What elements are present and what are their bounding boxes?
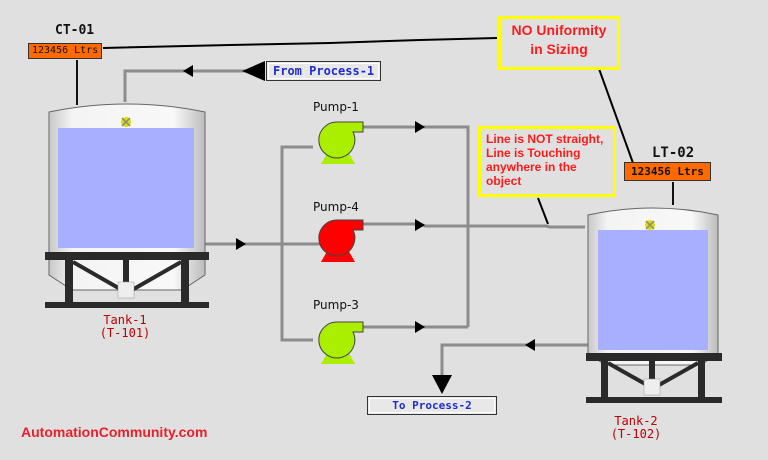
pump-4[interactable] — [313, 218, 365, 264]
callout-line-note2 — [537, 197, 549, 225]
tank-2-name: Tank-2 — [614, 414, 658, 428]
arrow-left-icon — [183, 65, 193, 77]
note-routing-line: Line is NOT straight, — [486, 132, 604, 146]
pipe-pump1-discharge — [363, 125, 470, 327]
tank-2-liquid — [598, 230, 708, 350]
pipe-pump4-discharge — [363, 222, 585, 229]
note-routing-line: Line is Touching — [486, 146, 581, 160]
pump-icon — [318, 121, 364, 164]
tank-1-frame-base — [45, 302, 209, 308]
pump-3[interactable] — [313, 320, 365, 366]
arrow-right-icon — [415, 321, 425, 333]
arrow-right-icon — [236, 238, 246, 250]
tank-1-liquid — [58, 128, 194, 248]
pump-1[interactable] — [313, 120, 365, 166]
ct01-value-display[interactable]: 123456 Ltrs — [28, 43, 103, 59]
pipe-from-process1 — [123, 69, 265, 102]
note-routing-line: anywhere in the — [486, 160, 577, 174]
tank-1-label: Tank-1 (T-101) — [90, 314, 160, 340]
pipe-to-process2 — [440, 343, 597, 380]
pump-icon — [318, 321, 364, 364]
callout-line-ct01 — [102, 37, 498, 49]
tank-1-name: Tank-1 — [103, 313, 147, 327]
pump-icon — [318, 219, 364, 262]
arrow-down-large-icon — [432, 375, 452, 394]
pump-1-label: Pump-1 — [313, 100, 359, 114]
ct01-tag: CT-01 — [55, 23, 95, 38]
arrow-left-large-icon — [242, 61, 265, 81]
vent-icon — [645, 220, 655, 230]
lt02-tag: LT-02 — [652, 145, 695, 161]
tank-2[interactable] — [583, 203, 723, 403]
vent-icon — [121, 117, 131, 127]
tank-2-label: Tank-2 (T-102) — [600, 415, 672, 441]
note-routing-line: object — [486, 174, 522, 188]
note-sizing: NO Uniformity in Sizing — [498, 16, 620, 70]
tank-2-tag: (T-102) — [610, 427, 662, 441]
tank-1-frame-top — [45, 252, 209, 260]
arrow-right-icon — [415, 219, 425, 231]
lt02-value-display[interactable]: 123456 Ltrs — [624, 162, 711, 181]
from-process1-link[interactable]: From Process-1 — [266, 61, 382, 81]
tank-1-tag: (T-101) — [99, 326, 151, 340]
arrow-right-icon — [415, 121, 425, 133]
note-line-routing: Line is NOT straight, Line is Touching a… — [478, 126, 616, 197]
callout-line-lt02 — [597, 65, 634, 164]
note-sizing-line: in Sizing — [530, 41, 588, 57]
pump-4-label: Pump-4 — [313, 200, 359, 214]
note-sizing-line: NO Uniformity — [511, 22, 607, 38]
tank-2-frame-top — [586, 353, 722, 361]
arrow-left-icon — [525, 339, 535, 351]
brand-watermark: AutomationCommunity.com — [21, 424, 208, 440]
tank-1[interactable] — [42, 100, 212, 310]
pump-3-label: Pump-3 — [313, 298, 359, 312]
tank-2-frame-base — [586, 397, 722, 403]
to-process2-link[interactable]: To Process-2 — [367, 396, 497, 415]
